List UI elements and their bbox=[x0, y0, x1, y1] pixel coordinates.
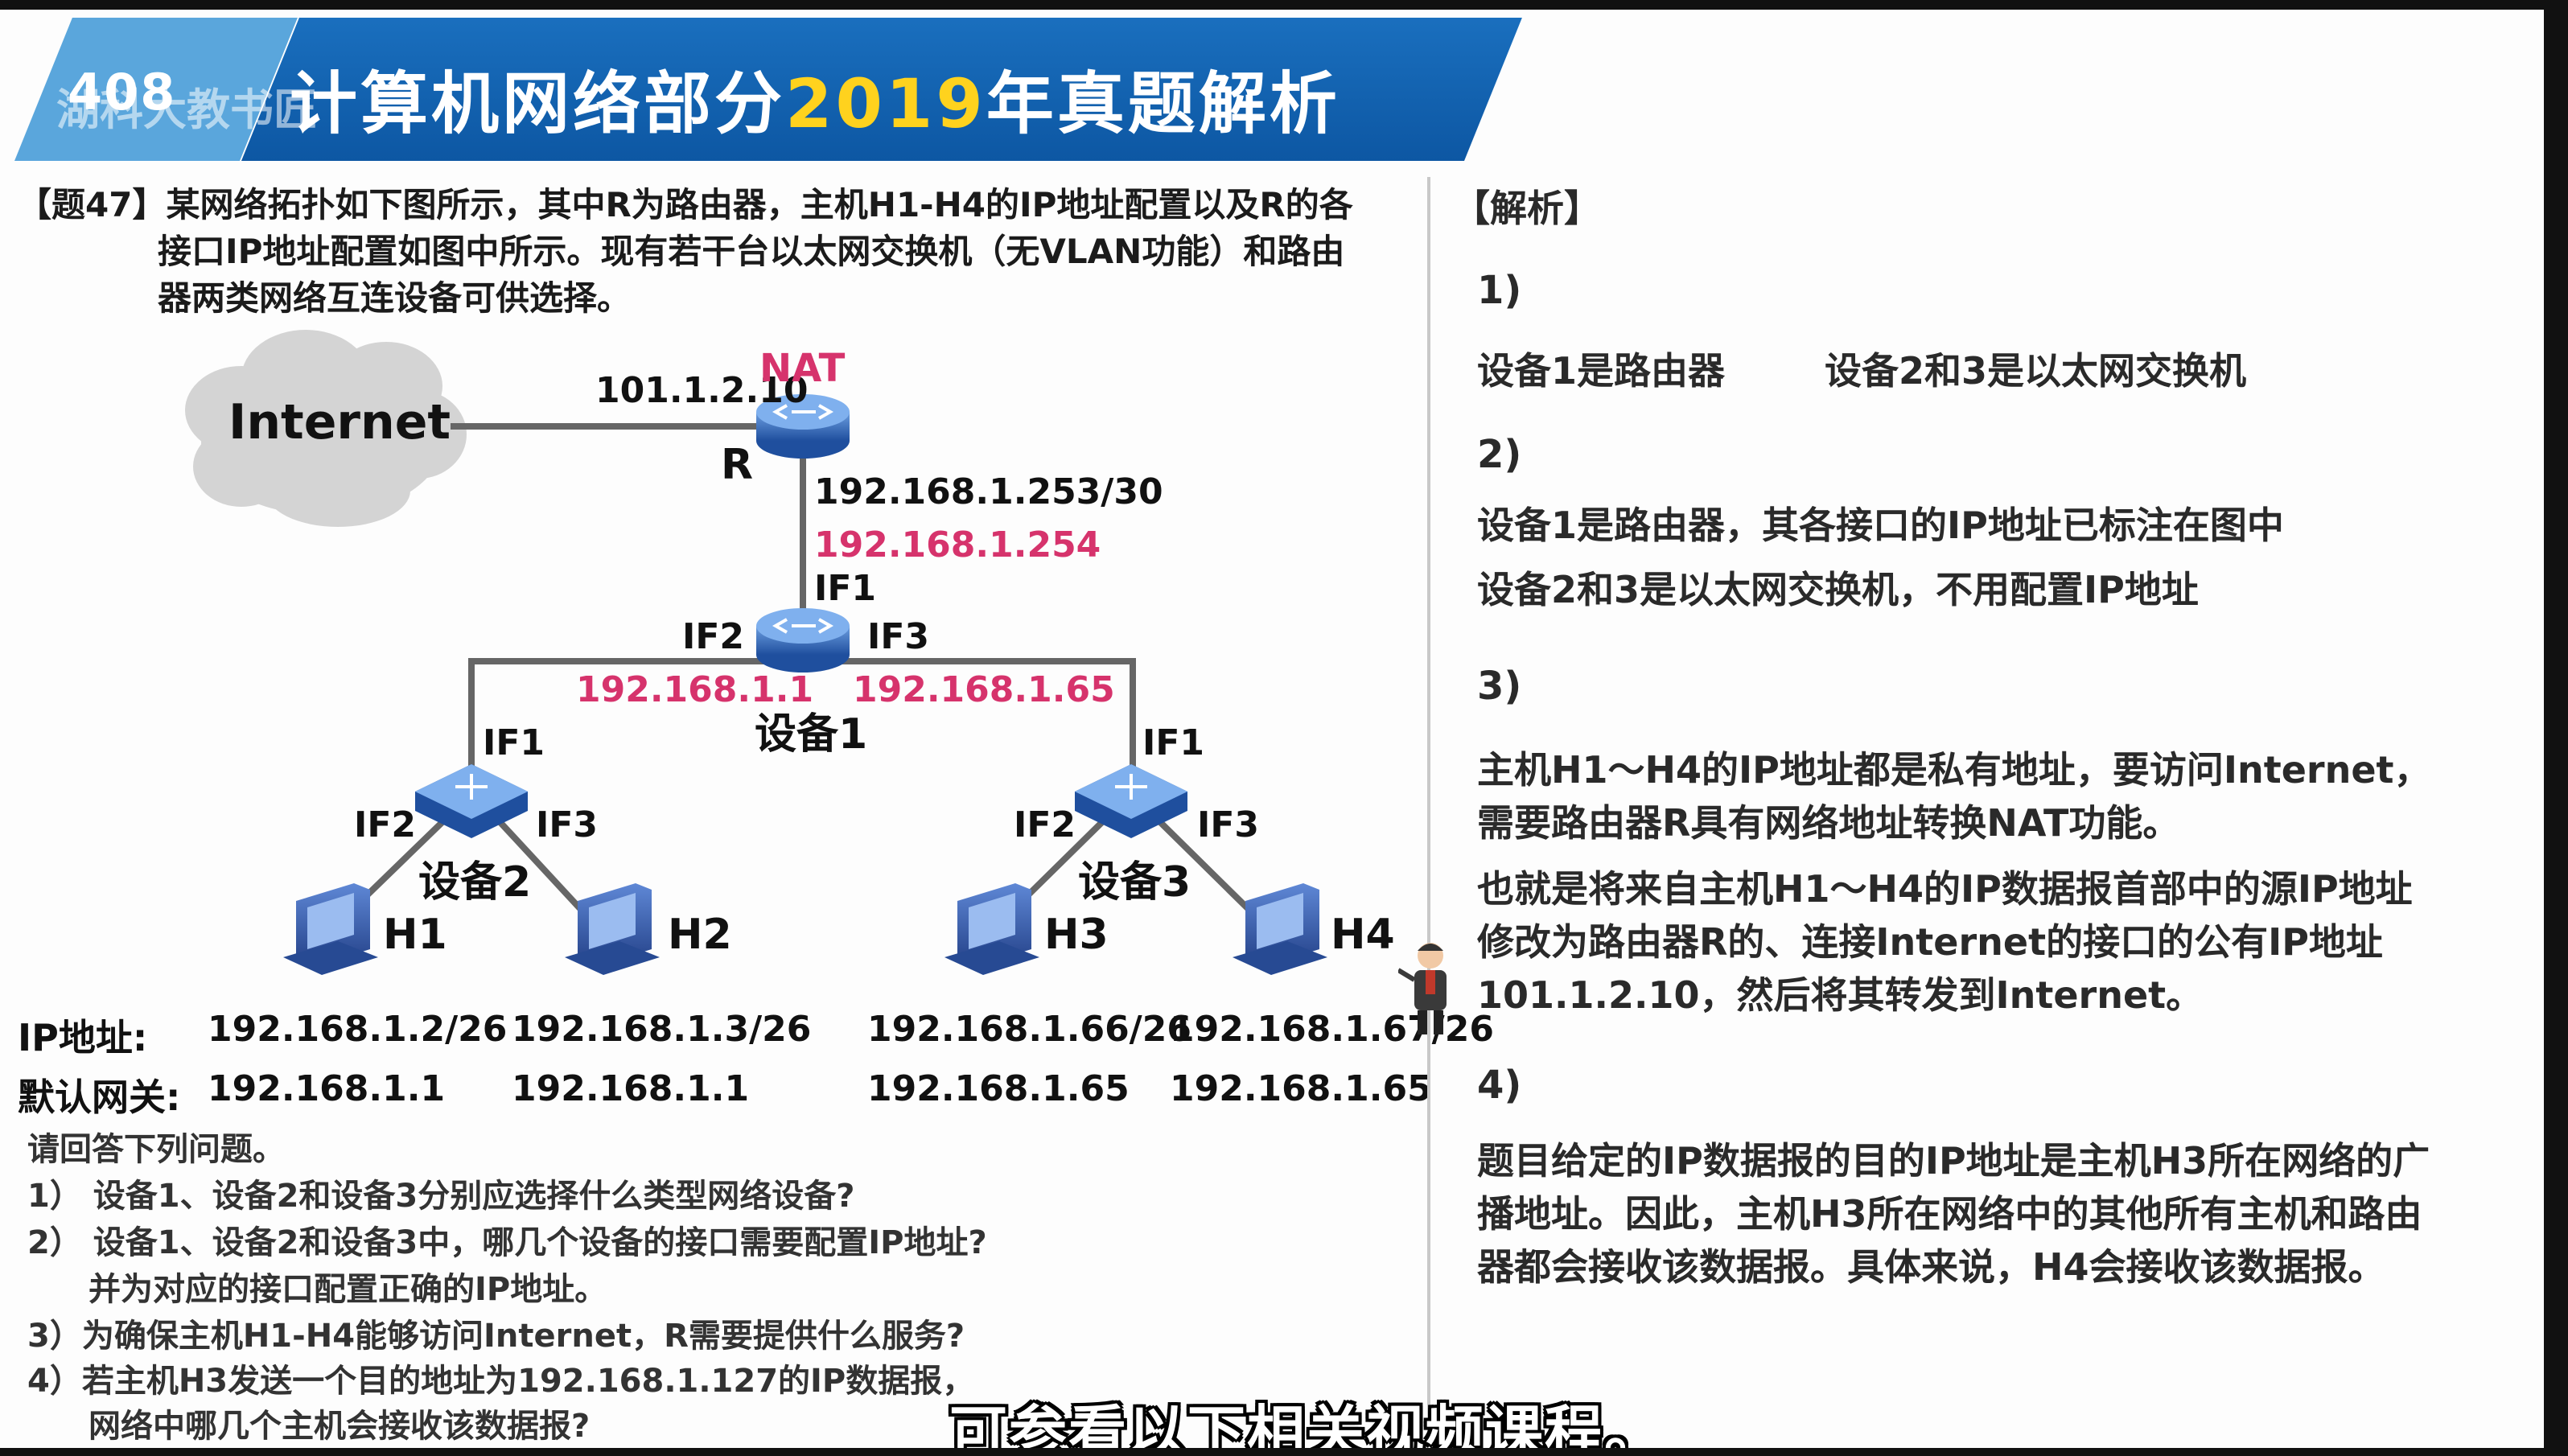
device3-if1-label: IF1 bbox=[1142, 722, 1205, 763]
title-part-a: 计算机网络部分 bbox=[290, 64, 786, 143]
host-h2-label: H2 bbox=[668, 911, 732, 959]
answer-2-number: 2) bbox=[1477, 432, 1522, 477]
default-gateway-label: 默认网关: bbox=[18, 1076, 181, 1119]
answer-1-right: 设备2和3是以太网交换机 bbox=[1825, 349, 2247, 393]
teacher-mascot-icon bbox=[1398, 943, 1447, 1034]
answer-4-number: 4) bbox=[1477, 1063, 1522, 1108]
r-public-ip: 101.1.2.10 bbox=[595, 370, 809, 411]
nat-label: NAT bbox=[759, 346, 846, 391]
ip-address-label: IP地址: bbox=[18, 1016, 148, 1059]
device1-router-icon bbox=[756, 608, 850, 672]
device1-if2-ip: 192.168.1.1 bbox=[576, 669, 814, 710]
question-3: 3）为确保主机H1-H4能够访问Internet，R需要提供什么服务? bbox=[27, 1318, 965, 1355]
host-h1-icon bbox=[283, 883, 378, 975]
answer-3-line-4: 修改为路由器R的、连接Internet的接口的公有IP地址 bbox=[1477, 920, 2383, 964]
question-line-1: 【题47】某网络拓扑如下图所示，其中R为路由器，主机H1-H4的IP地址配置以及… bbox=[18, 185, 1353, 224]
question-1: 1） 设备1、设备2和设备3分别应选择什么类型网络设备? bbox=[27, 1178, 855, 1215]
network-diagram: Internet 101.1.2.10 NAT R 192.168.1.253/… bbox=[0, 314, 1432, 1030]
internet-cloud-icon bbox=[185, 330, 467, 527]
answer-4-line-3: 器都会接收该数据报。具体来说，H4会接收该数据报。 bbox=[1477, 1245, 2385, 1289]
answer-2-line-2: 设备2和3是以太网交换机，不用配置IP地址 bbox=[1477, 568, 2199, 611]
watermark-text: 湖科大教书匠 bbox=[56, 84, 317, 135]
answer-3-line-5: 101.1.2.10，然后将其转发到Internet。 bbox=[1477, 973, 2204, 1017]
diagram-lines bbox=[185, 330, 1327, 975]
question-4b: 网络中哪几个主机会接收该数据报? bbox=[88, 1408, 591, 1445]
device2-if3-label: IF3 bbox=[536, 804, 599, 845]
answer-1-number: 1) bbox=[1477, 268, 1522, 313]
device3-if2-label: IF2 bbox=[1014, 804, 1076, 845]
device1-if3-ip: 192.168.1.65 bbox=[853, 669, 1115, 710]
questions-intro: 请回答下列问题。 bbox=[27, 1131, 285, 1168]
answer-3-line-3: 也就是将来自主机H1～H4的IP数据报首部中的源IP地址 bbox=[1477, 867, 2413, 911]
device2-label: 设备2 bbox=[418, 858, 532, 907]
question-2a: 2） 设备1、设备2和设备3中，哪几个设备的接口需要配置IP地址? bbox=[27, 1224, 987, 1261]
h2-ip: 192.168.1.3/26 bbox=[512, 1009, 812, 1050]
answer-3-line-1: 主机H1～H4的IP地址都是私有地址，要访问Internet， bbox=[1477, 748, 2431, 792]
slide-title: 计算机网络部分2019年真题解析 bbox=[290, 50, 1340, 147]
device2-switch-icon bbox=[415, 764, 528, 838]
h1-gateway: 192.168.1.1 bbox=[208, 1068, 446, 1109]
device1-if1-ip: 192.168.1.254 bbox=[814, 524, 1101, 566]
answer-1-left: 设备1是路由器 bbox=[1477, 349, 1726, 393]
title-part-b: 年真题解析 bbox=[986, 64, 1340, 143]
title-year: 2019 bbox=[785, 64, 986, 143]
answer-3-line-2: 需要路由器R具有网络地址转换NAT功能。 bbox=[1477, 801, 2180, 845]
host-h3-icon bbox=[944, 883, 1039, 975]
host-h4-label: H4 bbox=[1331, 911, 1395, 959]
host-h4-icon bbox=[1233, 883, 1327, 975]
right-edge bbox=[2544, 0, 2568, 1456]
answer-4-line-2: 播地址。因此，主机H3所在网络中的其他所有主机和路由 bbox=[1477, 1192, 2422, 1236]
answer-3-number: 3) bbox=[1477, 664, 1522, 709]
h2-gateway: 192.168.1.1 bbox=[512, 1068, 750, 1109]
analysis-heading: 【解析】 bbox=[1453, 187, 1601, 230]
top-edge bbox=[0, 0, 2568, 10]
device3-if3-label: IF3 bbox=[1197, 804, 1260, 845]
h3-ip: 192.168.1.66/26 bbox=[867, 1009, 1191, 1050]
answer-2-line-1: 设备1是路由器，其各接口的IP地址已标注在图中 bbox=[1477, 504, 2284, 547]
video-subtitle: 可参看以下相关视频课程。 bbox=[949, 1399, 1665, 1456]
router-r-icon bbox=[756, 394, 850, 459]
question-line-2: 接口IP地址配置如图中所示。现有若干台以太网交换机（无VLAN功能）和路由 bbox=[158, 232, 1345, 271]
banner-code: 408 bbox=[68, 63, 177, 121]
bottom-edge bbox=[0, 1448, 2568, 1456]
question-2b: 并为对应的接口配置正确的IP地址。 bbox=[88, 1271, 607, 1308]
device1-if2-label: IF2 bbox=[682, 616, 745, 657]
host-h1-label: H1 bbox=[383, 911, 447, 959]
h3-gateway: 192.168.1.65 bbox=[867, 1068, 1130, 1109]
device1-if1-label: IF1 bbox=[814, 568, 877, 609]
device3-label: 设备3 bbox=[1078, 858, 1191, 907]
device1-label: 设备1 bbox=[755, 710, 868, 759]
device2-if2-label: IF2 bbox=[354, 804, 417, 845]
device2-if1-label: IF1 bbox=[483, 722, 545, 763]
host-h3-label: H3 bbox=[1044, 911, 1109, 959]
h4-gateway: 192.168.1.65 bbox=[1170, 1068, 1432, 1109]
device3-switch-icon bbox=[1075, 764, 1187, 838]
column-divider bbox=[1427, 177, 1430, 1440]
question-line-3: 器两类网络互连设备可供选择。 bbox=[158, 278, 632, 318]
r-inner-ip: 192.168.1.253/30 bbox=[814, 471, 1163, 512]
answer-4-line-1: 题目给定的IP数据报的目的IP地址是主机H3所在网络的广 bbox=[1477, 1139, 2430, 1182]
host-h2-icon bbox=[565, 883, 660, 975]
question-4a: 4）若主机H3发送一个目的地址为192.168.1.127的IP数据报， bbox=[27, 1363, 975, 1400]
h1-ip: 192.168.1.2/26 bbox=[208, 1009, 508, 1050]
device1-if3-label: IF3 bbox=[867, 616, 930, 657]
internet-label: Internet bbox=[228, 394, 451, 450]
router-r-label: R bbox=[721, 441, 754, 489]
